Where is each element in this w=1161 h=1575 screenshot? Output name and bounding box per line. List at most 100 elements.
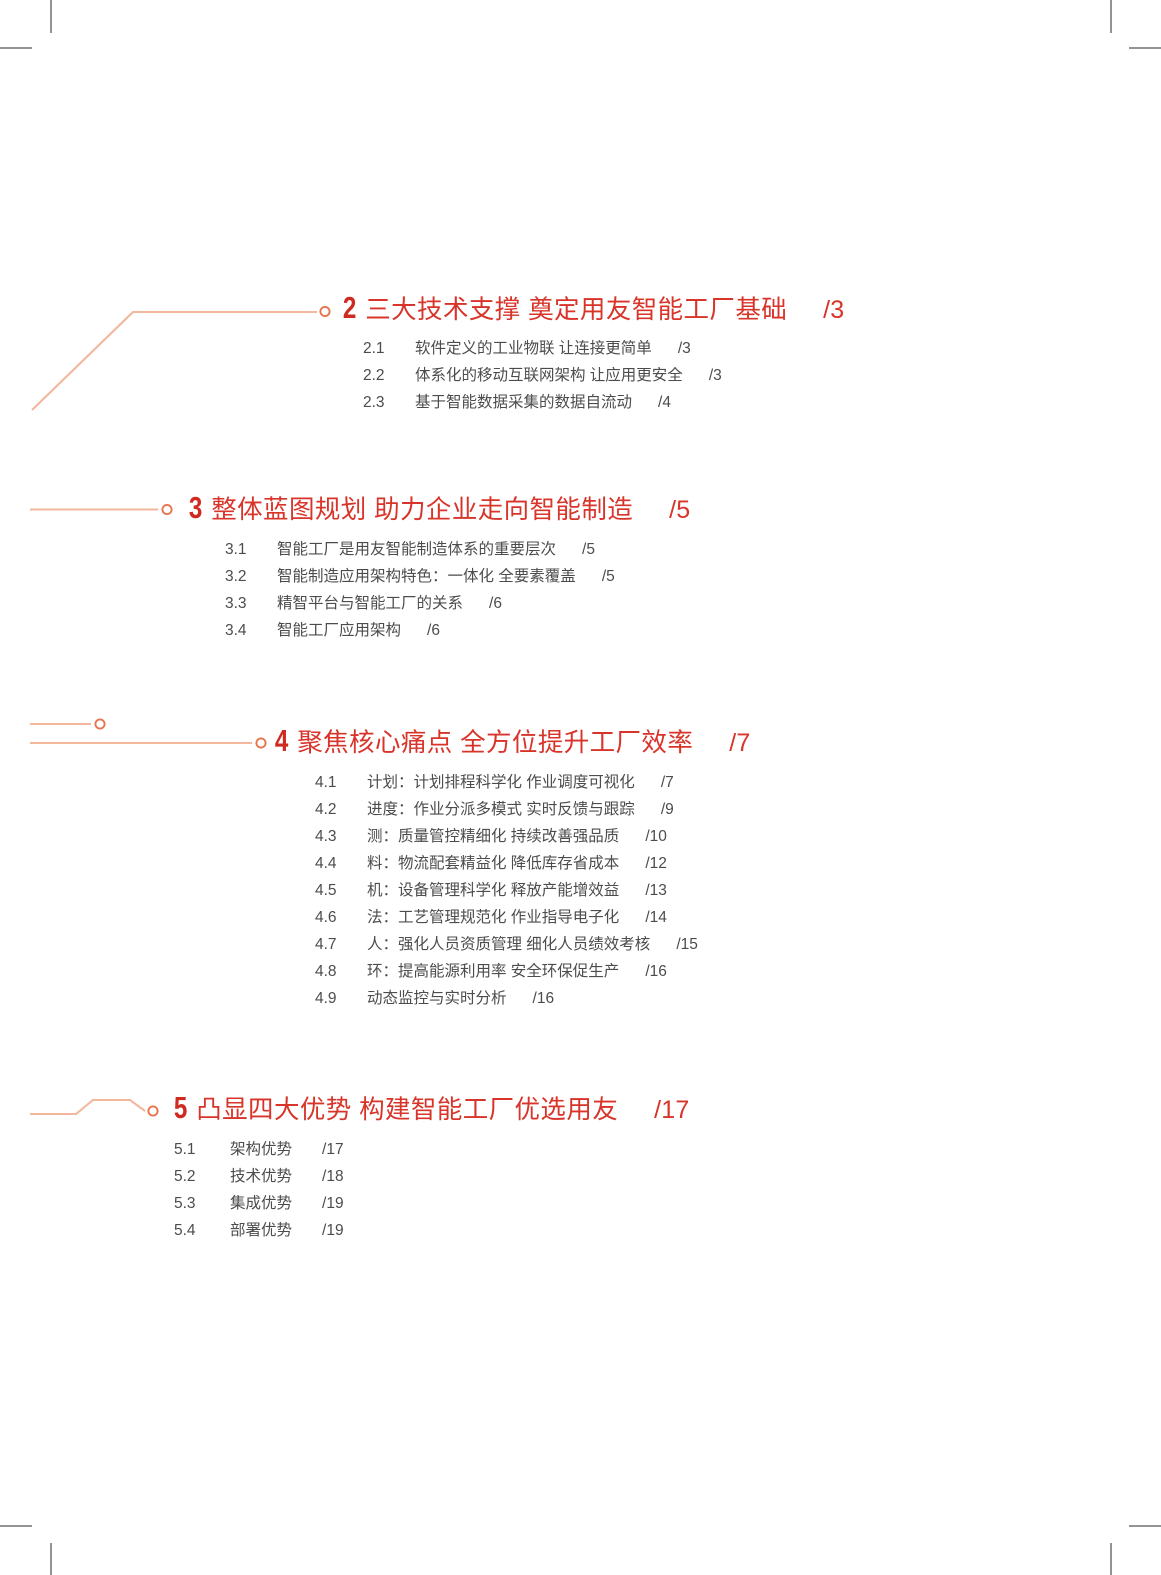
- subsection-page: /3: [708, 366, 722, 384]
- subsection-number: 4.6: [315, 908, 337, 926]
- subsection-number: 4.4: [315, 854, 337, 872]
- crop-mark-bottom-left-horizontal: [0, 1525, 32, 1527]
- subsection-item[interactable]: 2.3 基于智能数据采集的数据自流动 /4: [363, 389, 844, 416]
- subsection-number: 2.3: [363, 393, 385, 411]
- toc-heading-section-3[interactable]: 3 整体蓝图规划 助力企业走向智能制造 /5: [187, 492, 690, 524]
- subsection-item[interactable]: 5.3 集成优势 /19: [174, 1190, 690, 1217]
- toc-heading-section-2[interactable]: 2 三大技术支撑 奠定用友智能工厂基础 /3: [341, 292, 844, 324]
- toc-entry-section-4[interactable]: 4 聚焦核心痛点 全方位提升工厂效率 /7 4.1 计划：计划排程科学化 作业调…: [273, 725, 751, 1012]
- section-number: 2: [342, 290, 357, 325]
- subsection-title: 测：质量管控精细化 持续改善强品质: [367, 827, 620, 845]
- section-number: 5: [173, 1090, 188, 1125]
- subsection-page: /12: [645, 854, 667, 872]
- subsection-number: 2.1: [363, 339, 385, 357]
- subsection-title: 精智平台与智能工厂的关系: [277, 594, 464, 612]
- connector-line-section-5: [30, 1098, 159, 1117]
- subsection-item[interactable]: 4.4 料：物流配套精益化 降低库存省成本 /12: [315, 850, 751, 877]
- subsection-item[interactable]: 4.7 人：强化人员资质管理 细化人员绩效考核 /15: [315, 931, 751, 958]
- subsection-title: 进度：作业分派多模式 实时反馈与跟踪: [367, 800, 635, 818]
- subsection-title: 动态监控与实时分析: [367, 989, 507, 1007]
- subsection-number: 4.5: [315, 881, 337, 899]
- section-number: 3: [188, 490, 203, 525]
- subsection-item[interactable]: 3.4 智能工厂应用架构 /6: [225, 617, 690, 644]
- subsection-title: 环：提高能源利用率 安全环保促生产: [367, 962, 620, 980]
- subsection-page: /16: [532, 989, 555, 1007]
- section-title: 整体蓝图规划 助力企业走向智能制造: [211, 496, 634, 524]
- subsection-number: 4.8: [315, 962, 337, 980]
- subsection-list-section-5: 5.1 架构优势 /17 5.2 技术优势 /18 5.3 集成优势 /19 5…: [174, 1136, 690, 1244]
- subsection-title: 人：强化人员资质管理 细化人员绩效考核: [367, 935, 651, 953]
- subsection-title: 基于智能数据采集的数据自流动: [415, 393, 633, 411]
- toc-entry-section-5[interactable]: 5 凸显四大优势 构建智能工厂优选用友 /17 5.1 架构优势 /17 5.2…: [172, 1092, 690, 1244]
- subsection-item[interactable]: 4.8 环：提高能源利用率 安全环保促生产 /16: [315, 958, 751, 985]
- subsection-title: 智能工厂是用友智能制造体系的重要层次: [277, 540, 557, 558]
- crop-mark-top-right-vertical: [1110, 0, 1112, 33]
- subsection-item[interactable]: 4.6 法：工艺管理规范化 作业指导电子化 /14: [315, 904, 751, 931]
- subsection-item[interactable]: 5.4 部署优势 /19: [174, 1217, 690, 1244]
- toc-heading-section-5[interactable]: 5 凸显四大优势 构建智能工厂优选用友 /17: [172, 1092, 690, 1124]
- subsection-number: 3.2: [225, 567, 247, 585]
- subsection-number: 4.1: [315, 773, 337, 791]
- subsection-page: /3: [677, 339, 691, 357]
- subsection-page: /9: [660, 800, 674, 818]
- subsection-item[interactable]: 3.2 智能制造应用架构特色：一体化 全要素覆盖 /5: [225, 563, 690, 590]
- subsection-page: /5: [582, 540, 595, 558]
- subsection-item[interactable]: 3.1 智能工厂是用友智能制造体系的重要层次 /5: [225, 536, 690, 563]
- subsection-number: 4.3: [315, 827, 337, 845]
- section-title: 聚焦核心痛点 全方位提升工厂效率: [297, 729, 694, 757]
- subsection-item[interactable]: 2.2 体系化的移动互联网架构 让应用更安全 /3: [363, 362, 844, 389]
- subsection-item[interactable]: 4.5 机：设备管理科学化 释放产能增效益 /13: [315, 877, 751, 904]
- subsection-page: /4: [658, 393, 671, 411]
- subsection-page: /19: [322, 1221, 344, 1239]
- section-page-number: /17: [654, 1096, 690, 1124]
- subsection-title: 机：设备管理科学化 释放产能增效益: [367, 881, 620, 899]
- section-page-number: /5: [669, 496, 691, 524]
- subsection-item[interactable]: 3.3 精智平台与智能工厂的关系 /6: [225, 590, 690, 617]
- connector-line-section-2: [31, 305, 331, 411]
- subsection-item[interactable]: 5.2 技术优势 /18: [174, 1163, 690, 1190]
- subsection-title: 软件定义的工业物联 让连接更简单: [415, 339, 652, 357]
- crop-mark-top-left-vertical: [50, 0, 52, 33]
- section-title: 三大技术支撑 奠定用友智能工厂基础: [365, 296, 788, 324]
- subsection-number: 4.7: [315, 935, 337, 953]
- subsection-list-section-3: 3.1 智能工厂是用友智能制造体系的重要层次 /5 3.2 智能制造应用架构特色…: [225, 536, 690, 644]
- subsection-number: 2.2: [363, 366, 385, 384]
- subsection-page: /14: [645, 908, 667, 926]
- subsection-page: /19: [322, 1194, 344, 1212]
- subsection-item[interactable]: 5.1 架构优势 /17: [174, 1136, 690, 1163]
- subsection-number: 3.4: [225, 621, 247, 639]
- connector-line-section-4: [30, 718, 267, 749]
- subsection-title: 部署优势: [230, 1221, 293, 1239]
- section-page-number: /7: [729, 729, 751, 757]
- subsection-page: /17: [322, 1140, 344, 1158]
- toc-entry-section-2[interactable]: 2 三大技术支撑 奠定用友智能工厂基础 /3 2.1 软件定义的工业物联 让连接…: [341, 292, 844, 416]
- subsection-item[interactable]: 4.1 计划：计划排程科学化 作业调度可视化 /7: [315, 769, 751, 796]
- subsection-page: /6: [427, 621, 440, 639]
- subsection-title: 架构优势: [230, 1140, 293, 1158]
- subsection-title: 料：物流配套精益化 降低库存省成本: [367, 854, 620, 872]
- crop-mark-top-right-horizontal: [1129, 47, 1161, 49]
- subsection-page: /18: [322, 1167, 344, 1185]
- subsection-list-section-2: 2.1 软件定义的工业物联 让连接更简单 /3 2.2 体系化的移动互联网架构 …: [363, 335, 844, 416]
- connector-line-section-3: [30, 503, 173, 516]
- subsection-title: 计划：计划排程科学化 作业调度可视化: [367, 773, 635, 791]
- section-title: 凸显四大优势 构建智能工厂优选用友: [196, 1096, 619, 1124]
- crop-mark-bottom-right-vertical: [1110, 1543, 1112, 1575]
- section-number: 4: [274, 723, 289, 758]
- subsection-number: 5.3: [174, 1194, 196, 1212]
- subsection-page: /6: [489, 594, 502, 612]
- subsection-item[interactable]: 4.3 测：质量管控精细化 持续改善强品质 /10: [315, 823, 751, 850]
- subsection-page: /13: [645, 881, 667, 899]
- subsection-number: 3.1: [225, 540, 247, 558]
- subsection-page: /15: [676, 935, 698, 953]
- subsection-item[interactable]: 4.9 动态监控与实时分析 /16: [315, 985, 751, 1012]
- subsection-number: 4.9: [315, 989, 337, 1007]
- toc-heading-section-4[interactable]: 4 聚焦核心痛点 全方位提升工厂效率 /7: [273, 725, 751, 757]
- subsection-item[interactable]: 4.2 进度：作业分派多模式 实时反馈与跟踪 /9: [315, 796, 751, 823]
- subsection-item[interactable]: 2.1 软件定义的工业物联 让连接更简单 /3: [363, 335, 844, 362]
- subsection-title: 技术优势: [230, 1167, 293, 1185]
- toc-entry-section-3[interactable]: 3 整体蓝图规划 助力企业走向智能制造 /5 3.1 智能工厂是用友智能制造体系…: [187, 492, 690, 644]
- crop-mark-top-left-horizontal: [0, 47, 32, 49]
- subsection-title: 体系化的移动互联网架构 让应用更安全: [415, 366, 683, 384]
